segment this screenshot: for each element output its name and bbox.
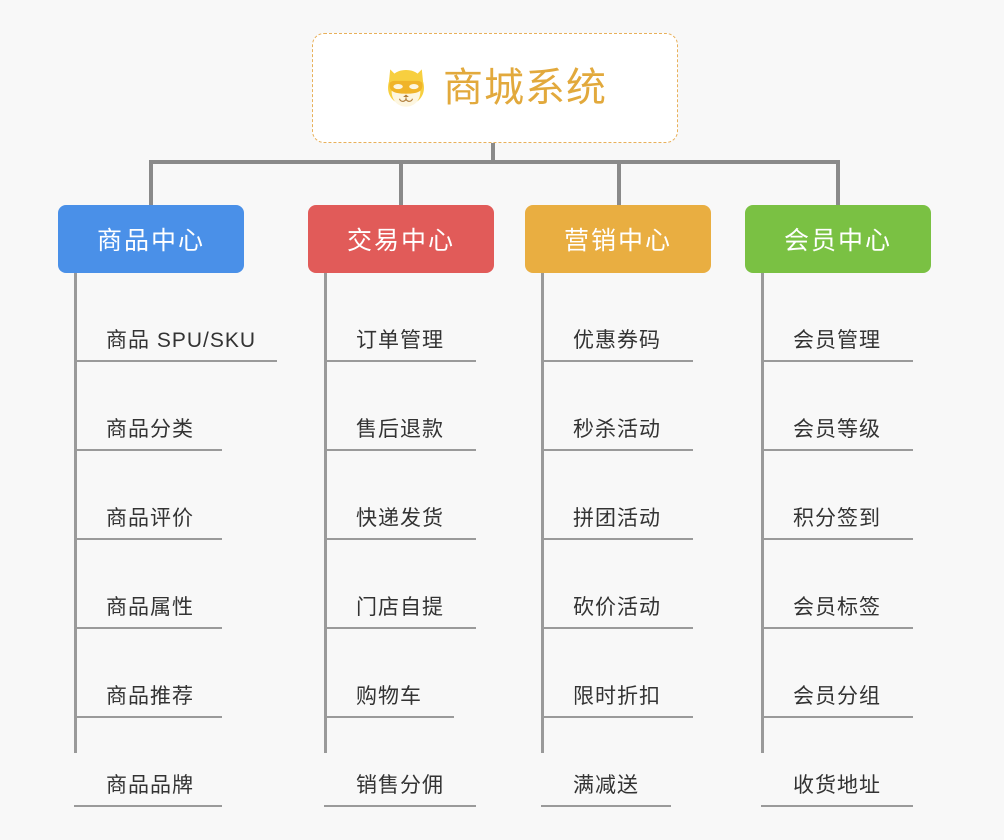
leaf-underline [541,805,671,807]
leaf-underline [761,538,913,540]
leaf-label: 订单管理 [356,329,444,352]
leaf-label: 优惠券码 [573,329,661,352]
leaf-underline [761,449,913,451]
connector-drop-2 [399,160,403,206]
leaf-underline [541,627,693,629]
leaf-underline [541,360,693,362]
leaf-label: 门店自提 [356,596,444,619]
leaf-label: 商品分类 [106,418,194,441]
leaf-label: 会员标签 [793,596,881,619]
leaf-underline [761,805,913,807]
connector-drop-3 [617,160,621,206]
branch-spine [74,273,77,753]
leaf-label: 售后退款 [356,418,444,441]
connector-drop-4 [836,160,840,206]
leaf-label: 限时折扣 [573,685,661,708]
leaf-underline [324,805,476,807]
branch-card-product-center[interactable]: 商品中心 [58,205,244,273]
leaf-underline [541,716,693,718]
leaf-label: 积分签到 [793,507,881,530]
connector-drop-1 [149,160,153,206]
branch-label: 营销中心 [563,227,672,255]
branch-label: 交易中心 [346,227,455,255]
leaf-underline [324,360,476,362]
branch-card-trade-center[interactable]: 交易中心 [308,205,494,273]
leaf-label: 购物车 [356,685,422,708]
leaf-underline [324,538,476,540]
leaf-underline [74,627,222,629]
branch-spine [324,273,327,753]
leaf-underline [74,360,277,362]
leaf-underline [74,449,222,451]
leaf-label: 砍价活动 [573,596,661,619]
leaf-underline [324,627,476,629]
leaf-label: 会员分组 [793,685,881,708]
branch-spine [761,273,764,753]
leaf-underline [74,716,222,718]
branch-label: 会员中心 [783,227,892,255]
branch-card-member-center[interactable]: 会员中心 [745,205,931,273]
leaf-label: 拼团活动 [573,507,661,530]
root-node-title: 商城系统 [443,66,607,110]
leaf-underline [761,360,913,362]
leaf-label: 满减送 [573,774,639,797]
leaf-label: 商品 SPU/SKU [106,329,257,352]
leaf-label: 商品评价 [106,507,194,530]
leaf-underline [761,627,913,629]
leaf-underline [541,449,693,451]
shiba-dog-icon [388,69,424,107]
leaf-label: 销售分佣 [356,774,444,797]
leaf-underline [74,538,222,540]
leaf-label: 秒杀活动 [573,418,661,441]
leaf-label: 快递发货 [356,507,444,530]
leaf-label: 商品品牌 [106,774,194,797]
leaf-underline [761,716,913,718]
leaf-underline [324,716,454,718]
leaf-label: 收货地址 [793,774,881,797]
branch-label: 商品中心 [96,227,205,255]
connector-horizontal-bar [149,160,840,164]
root-node-mall-system[interactable]: 商城系统 [312,33,678,143]
branch-spine [541,273,544,753]
leaf-label: 商品属性 [106,596,194,619]
leaf-label: 商品推荐 [106,685,194,708]
branch-card-marketing-center[interactable]: 营销中心 [525,205,711,273]
leaf-label: 会员等级 [793,418,881,441]
leaf-label: 会员管理 [793,329,881,352]
leaf-underline [324,449,476,451]
connector-root-stem [491,143,495,162]
leaf-underline [74,805,222,807]
leaf-underline [541,538,693,540]
